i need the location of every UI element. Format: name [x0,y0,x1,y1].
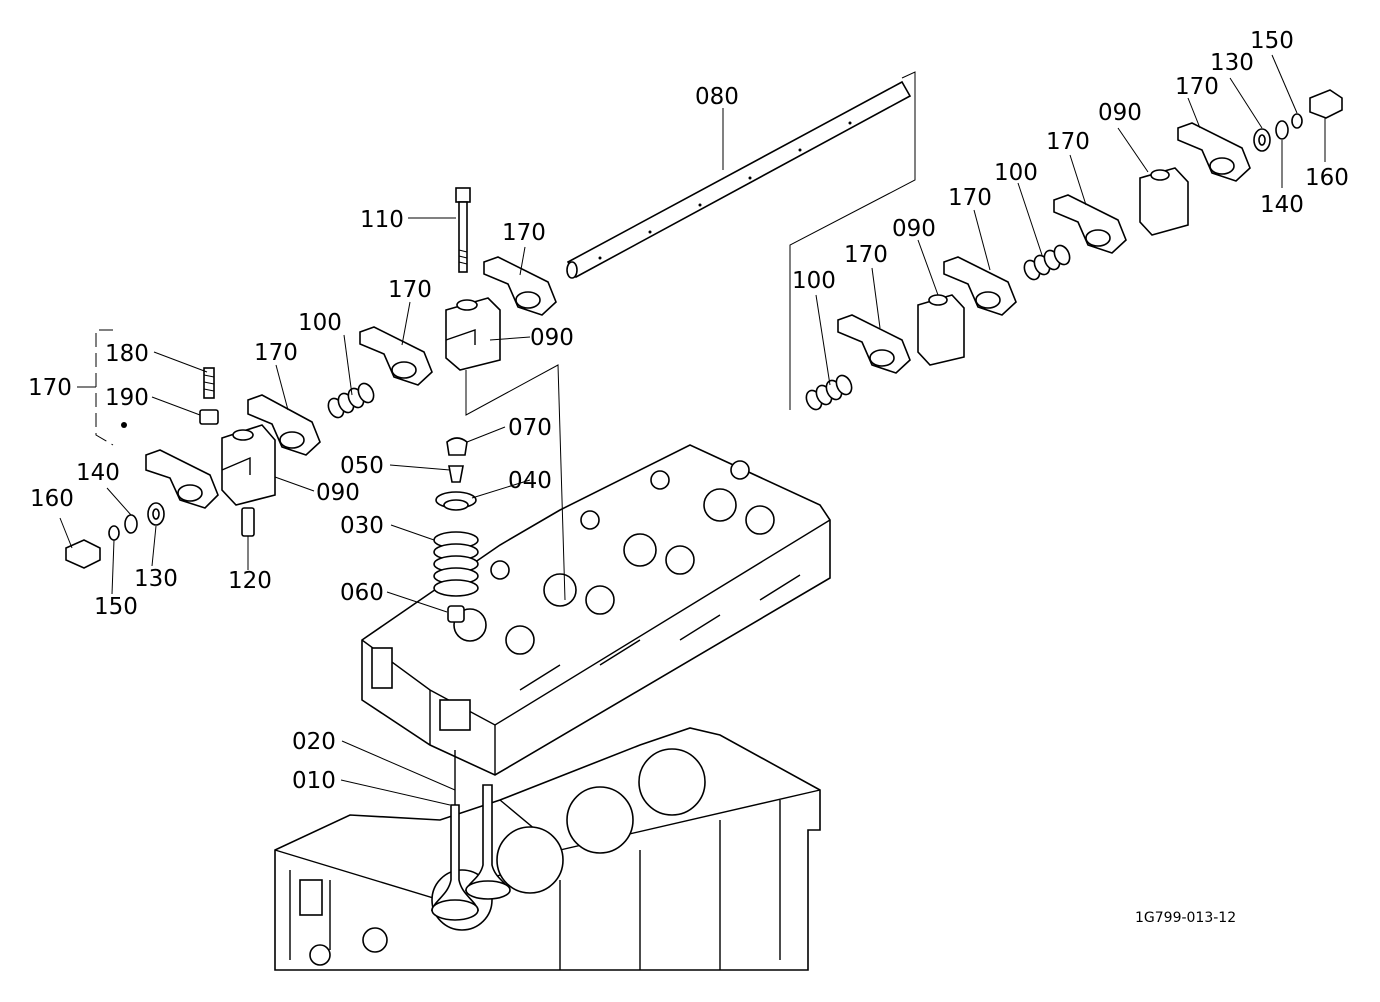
lock-nut [199,409,219,425]
callout-170-c: 170 [254,340,298,366]
callout-100-c: 100 [792,268,836,294]
cylinder-head [361,444,831,776]
dowel-pin [241,507,255,537]
callout-170-g: 170 [948,185,992,211]
shaft-spring-right-2 [1023,244,1071,281]
callout-110: 110 [360,207,404,233]
callout-170-b: 170 [388,277,432,303]
callout-150-b: 150 [1250,28,1294,54]
valve-spring-part [433,531,479,597]
callout-170-a: 170 [502,220,546,246]
callout-170-h: 170 [844,242,888,268]
rocker-bracket-left [221,424,276,506]
rocker-arm-1 [145,449,219,509]
plug-right [1309,89,1343,119]
rocker-bracket-right-1 [917,294,965,366]
valve-cap-part [446,437,468,456]
washer-left [147,502,165,526]
callout-090-c: 090 [1098,100,1142,126]
figure-code: 1G799-013-12 [1135,910,1236,926]
bracket-bolt [455,187,471,273]
rocker-bracket-center [445,297,501,371]
rocker-shaft [566,80,912,279]
shaft-spring-left [327,382,375,419]
callout-010: 010 [292,768,336,794]
washer-right [1253,128,1271,152]
callout-060: 060 [340,580,384,606]
valve-stem-seal-part [447,605,465,623]
callout-040: 040 [508,468,552,494]
rocker-arm-8 [1177,122,1251,182]
callout-100-b: 100 [994,160,1038,186]
callout-130-b: 130 [1210,50,1254,76]
callout-030: 030 [340,513,384,539]
spring-washer-right [1275,120,1289,140]
callout-170-e: 170 [1175,74,1219,100]
callout-120: 120 [228,568,272,594]
spring-washer-left [124,514,138,534]
callout-150-a: 150 [94,594,138,620]
callout-020: 020 [292,729,336,755]
callout-labels: 080 110 170 170 090 100 170 180 190 170 … [28,28,1349,794]
oil-hole-marker [121,422,127,428]
adjusting-screw [203,367,215,399]
rocker-arm-7 [1053,194,1127,254]
rocker-arm-2 [247,394,321,456]
callout-140-b: 140 [1260,192,1304,218]
rocker-arm-5 [837,314,911,374]
shaft-spring-right-1 [805,374,853,411]
callout-050: 050 [340,453,384,479]
callout-140-a: 140 [76,460,120,486]
callout-070: 070 [508,415,552,441]
rocker-arm-6 [943,256,1017,316]
callout-090-d: 090 [892,216,936,242]
valve-collet-part [448,465,464,483]
assembly-bracket [95,329,114,446]
rocker-bracket-right-2 [1139,167,1189,236]
callout-170-d: 170 [28,375,72,401]
callout-090-b: 090 [316,480,360,506]
callout-160-a: 160 [30,486,74,512]
callout-090-a: 090 [530,325,574,351]
ring-right [1291,113,1303,129]
callout-170-f: 170 [1046,129,1090,155]
exhaust-valve [464,784,511,900]
cylinder-block [274,727,821,971]
callout-080: 080 [695,84,739,110]
spring-retainer-part [435,491,477,511]
leader-lines [59,54,1326,806]
rocker-arm-3 [359,326,433,386]
plug-left [65,539,101,569]
callout-190: 190 [105,385,149,411]
callout-160-b: 160 [1305,165,1349,191]
rocker-arm-4 [483,256,557,316]
callout-100-a: 100 [298,310,342,336]
callout-180: 180 [105,341,149,367]
callout-130-a: 130 [134,566,178,592]
ring-left [108,525,120,541]
intake-valve [430,804,480,921]
